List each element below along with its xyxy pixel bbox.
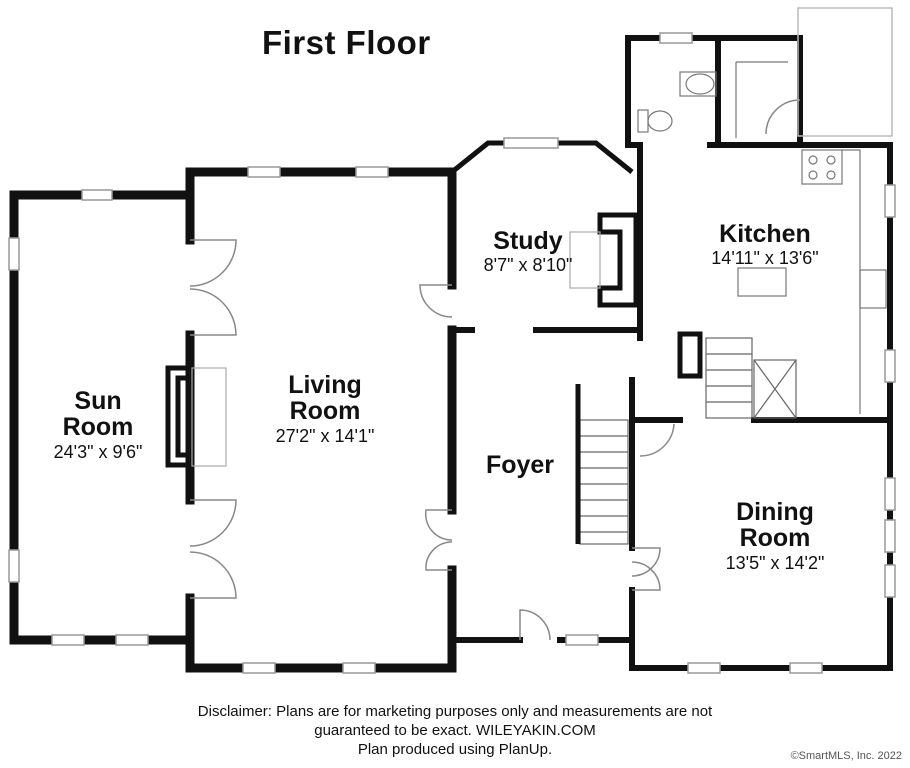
main-stairs — [579, 419, 629, 545]
fireplace — [165, 365, 190, 468]
room-label-sun-room: Sun Room 24'3" x 9'6" — [38, 388, 158, 461]
hearth — [191, 367, 227, 467]
room-label-study: Study 8'7" x 8'10" — [458, 228, 598, 275]
room-dimensions: 14'11" x 13'6" — [711, 248, 819, 269]
room-name: Living — [288, 371, 362, 399]
room-dimensions: 24'3" x 9'6" — [53, 441, 143, 462]
doors — [189, 99, 801, 641]
room-name: Foyer — [485, 451, 555, 479]
rear-stair-wall — [677, 331, 703, 379]
windows — [8, 32, 896, 674]
room-name: Dining — [736, 498, 814, 526]
room-label-kitchen: Kitchen 14'11" x 13'6" — [680, 221, 850, 268]
room-name: Study — [493, 227, 563, 255]
room-name: Room — [289, 397, 361, 426]
room-dimensions: 27'2" x 14'1" — [275, 425, 375, 446]
living-room-walls — [185, 167, 457, 673]
study-hearth — [569, 231, 601, 289]
room-dimensions: 8'7" x 8'10" — [483, 255, 573, 276]
room-name: Kitchen — [719, 220, 811, 248]
room-label-dining-room: Dining Room 13'5" x 14'2" — [690, 499, 860, 572]
rear-stairs — [705, 337, 797, 419]
study-chimney — [597, 212, 639, 308]
disclaimer-line: guaranteed to be exact. WILEYAKIN.COM — [314, 722, 596, 739]
disclaimer: Disclaimer: Plans are for marketing purp… — [150, 702, 760, 759]
room-name: Sun — [74, 387, 122, 415]
disclaimer-line: Disclaimer: Plans are for marketing purp… — [197, 703, 713, 720]
room-dimensions: 13'5" x 14'2" — [725, 552, 825, 573]
porch — [797, 7, 893, 137]
room-label-living-room: Living Room 27'2" x 14'1" — [240, 372, 410, 445]
disclaimer-line: Plan produced using PlanUp. — [357, 741, 553, 758]
room-label-foyer: Foyer — [470, 451, 570, 479]
floor-plan — [8, 7, 896, 674]
room-name: Room — [62, 413, 134, 442]
interior-walls — [449, 35, 893, 671]
kitchen-fixtures — [737, 149, 887, 414]
page-title: First Floor — [262, 24, 431, 61]
copyright-notice: ©SmartMLS, Inc. 2022 — [790, 750, 902, 762]
bathroom-fixtures — [637, 61, 788, 138]
room-name: Room — [739, 524, 811, 553]
